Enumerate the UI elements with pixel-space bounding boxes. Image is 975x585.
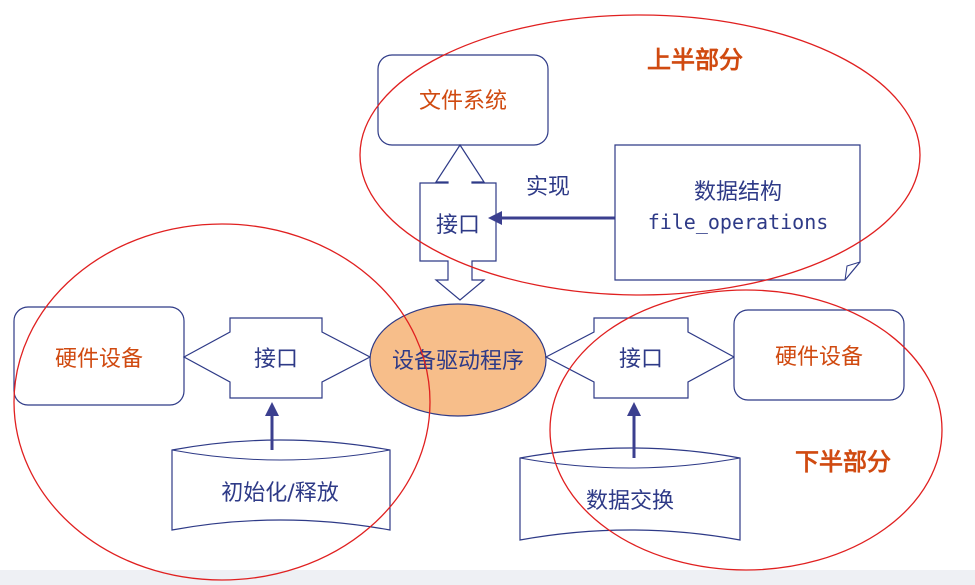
data-exchange-arrowhead (627, 402, 641, 416)
data-exchange-doc (519, 447, 741, 541)
bottom-strip (0, 570, 975, 585)
lower-region-label: 下半部分 (795, 448, 891, 476)
interface-top-label: 接口 (436, 213, 480, 238)
data-structure-box (614, 144, 861, 281)
data-structure-fold (844, 261, 861, 281)
upper-region-ellipse (359, 14, 921, 296)
init-release-doc (171, 439, 391, 531)
file-system-label: 文件系统 (419, 89, 507, 114)
hardware-left-box (13, 306, 185, 406)
interface-top-shape (419, 143, 497, 301)
data-structure-title: 数据结构 (694, 180, 782, 205)
file-system-box (377, 54, 549, 146)
init-release-label: 初始化/释放 (221, 481, 338, 506)
hardware-left-label: 硬件设备 (55, 347, 143, 372)
init-release-doc-curl (171, 449, 391, 461)
implement-label: 实现 (526, 175, 570, 200)
data-structure-name: file_operations (648, 210, 829, 234)
interface-right-label: 接口 (619, 347, 663, 372)
data-exchange-doc-curl (519, 457, 741, 469)
data-exchange-label: 数据交换 (586, 489, 674, 514)
left-region-ellipse (13, 223, 431, 581)
implement-arrowhead (488, 211, 502, 225)
init-release-arrowhead (265, 402, 279, 416)
upper-region-label: 上半部分 (647, 46, 743, 74)
driver-core-ellipse (369, 303, 547, 417)
interface-left-label: 接口 (254, 347, 298, 372)
lower-region-ellipse (549, 289, 943, 571)
hardware-right-label: 硬件设备 (775, 345, 863, 370)
hardware-right-box (733, 309, 905, 401)
driver-label: 设备驱动程序 (392, 349, 524, 374)
